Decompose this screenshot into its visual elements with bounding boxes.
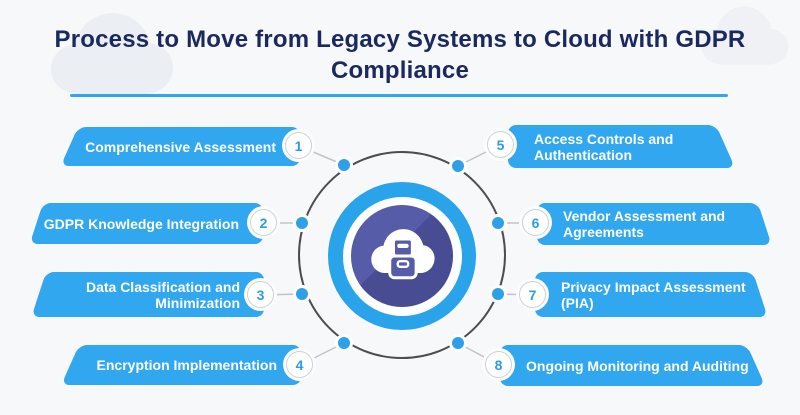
step-banner-2: GDPR Knowledge Integration xyxy=(29,203,263,244)
hub-white-ring xyxy=(342,196,462,316)
step-label-line: Data Classification and xyxy=(85,278,240,295)
banner-body xyxy=(537,203,744,245)
step-label-line: GDPR Knowledge Integration xyxy=(43,215,239,232)
step-label-5: Access Controls and Authentication xyxy=(508,125,735,168)
banner-body xyxy=(89,127,300,166)
banner-body xyxy=(89,345,301,385)
step-banner-1: Comprehensive Assessment xyxy=(60,127,300,166)
banner-body xyxy=(500,345,737,386)
node-dot-4 xyxy=(335,334,353,352)
step-number-badge-7: 7 xyxy=(519,281,546,308)
banner-body xyxy=(59,272,264,317)
step-label-line: Vendor Assessment and xyxy=(563,208,726,224)
step-label-8: Ongoing Monitoring and Auditing xyxy=(500,345,765,386)
step-number-badge-4: 4 xyxy=(286,351,313,378)
node-dot-1 xyxy=(335,156,353,174)
step-number-badge-8: 8 xyxy=(485,351,512,378)
step-label-line: (PIA) xyxy=(561,294,594,311)
step-label-3: Data Classification and Minimization xyxy=(31,272,264,317)
step-label-line: Privacy Impact Assessment xyxy=(561,278,746,295)
step-label-line: Minimization xyxy=(155,294,240,311)
step-number-badge-1: 1 xyxy=(285,132,312,159)
step-number-badge-5: 5 xyxy=(487,131,514,158)
banner-body xyxy=(58,203,263,244)
hub-ring xyxy=(328,182,476,330)
step-number-badge-3: 3 xyxy=(247,281,274,308)
step-number-badge-2: 2 xyxy=(250,209,277,236)
banner-body xyxy=(535,272,740,317)
node-dot-2 xyxy=(293,214,311,232)
decor-cloud-top-right xyxy=(700,6,789,65)
step-banner-3: Data Classification and Minimization xyxy=(31,272,264,317)
step-banner-5: Access Controls and Authentication xyxy=(508,125,736,168)
node-dot-3 xyxy=(293,285,311,303)
step-label-1: Comprehensive Assessment xyxy=(61,127,300,166)
step-label-line: Agreements xyxy=(563,224,644,240)
node-dot-8 xyxy=(449,334,467,352)
banner-body xyxy=(508,125,707,168)
cloud-archive-storage-icon xyxy=(371,229,435,280)
step-label-7: Privacy Impact Assessment (PIA) xyxy=(535,272,768,317)
step-banner-7: Privacy Impact Assessment (PIA) xyxy=(535,272,768,317)
step-label-line: Authentication xyxy=(534,146,632,163)
step-label-2: GDPR Knowledge Integration xyxy=(30,203,263,244)
step-label-line: Encryption Implementation xyxy=(96,357,277,373)
title-underline xyxy=(70,94,728,97)
step-banner-4: Encryption Implementation xyxy=(61,345,301,385)
node-dot-7 xyxy=(489,285,507,303)
page-title: Process to Move from Legacy Systems to C… xyxy=(54,26,746,84)
hub-core xyxy=(351,205,453,307)
step-banner-8: Ongoing Monitoring and Auditing xyxy=(500,345,766,386)
decor-cloud-top-left xyxy=(51,13,173,94)
step-label-line: Comprehensive Assessment xyxy=(85,138,276,155)
node-dot-6 xyxy=(489,214,507,232)
step-label-6: Vendor Assessment and Agreements xyxy=(537,203,772,245)
step-banner-6: Vendor Assessment and Agreements xyxy=(537,203,772,245)
step-label-4: Encryption Implementation xyxy=(61,345,301,385)
step-label-line: Access Controls and xyxy=(534,130,674,147)
node-dot-5 xyxy=(449,157,467,175)
step-number-badge-6: 6 xyxy=(522,209,549,236)
step-label-line: Ongoing Monitoring and Auditing xyxy=(526,357,749,374)
